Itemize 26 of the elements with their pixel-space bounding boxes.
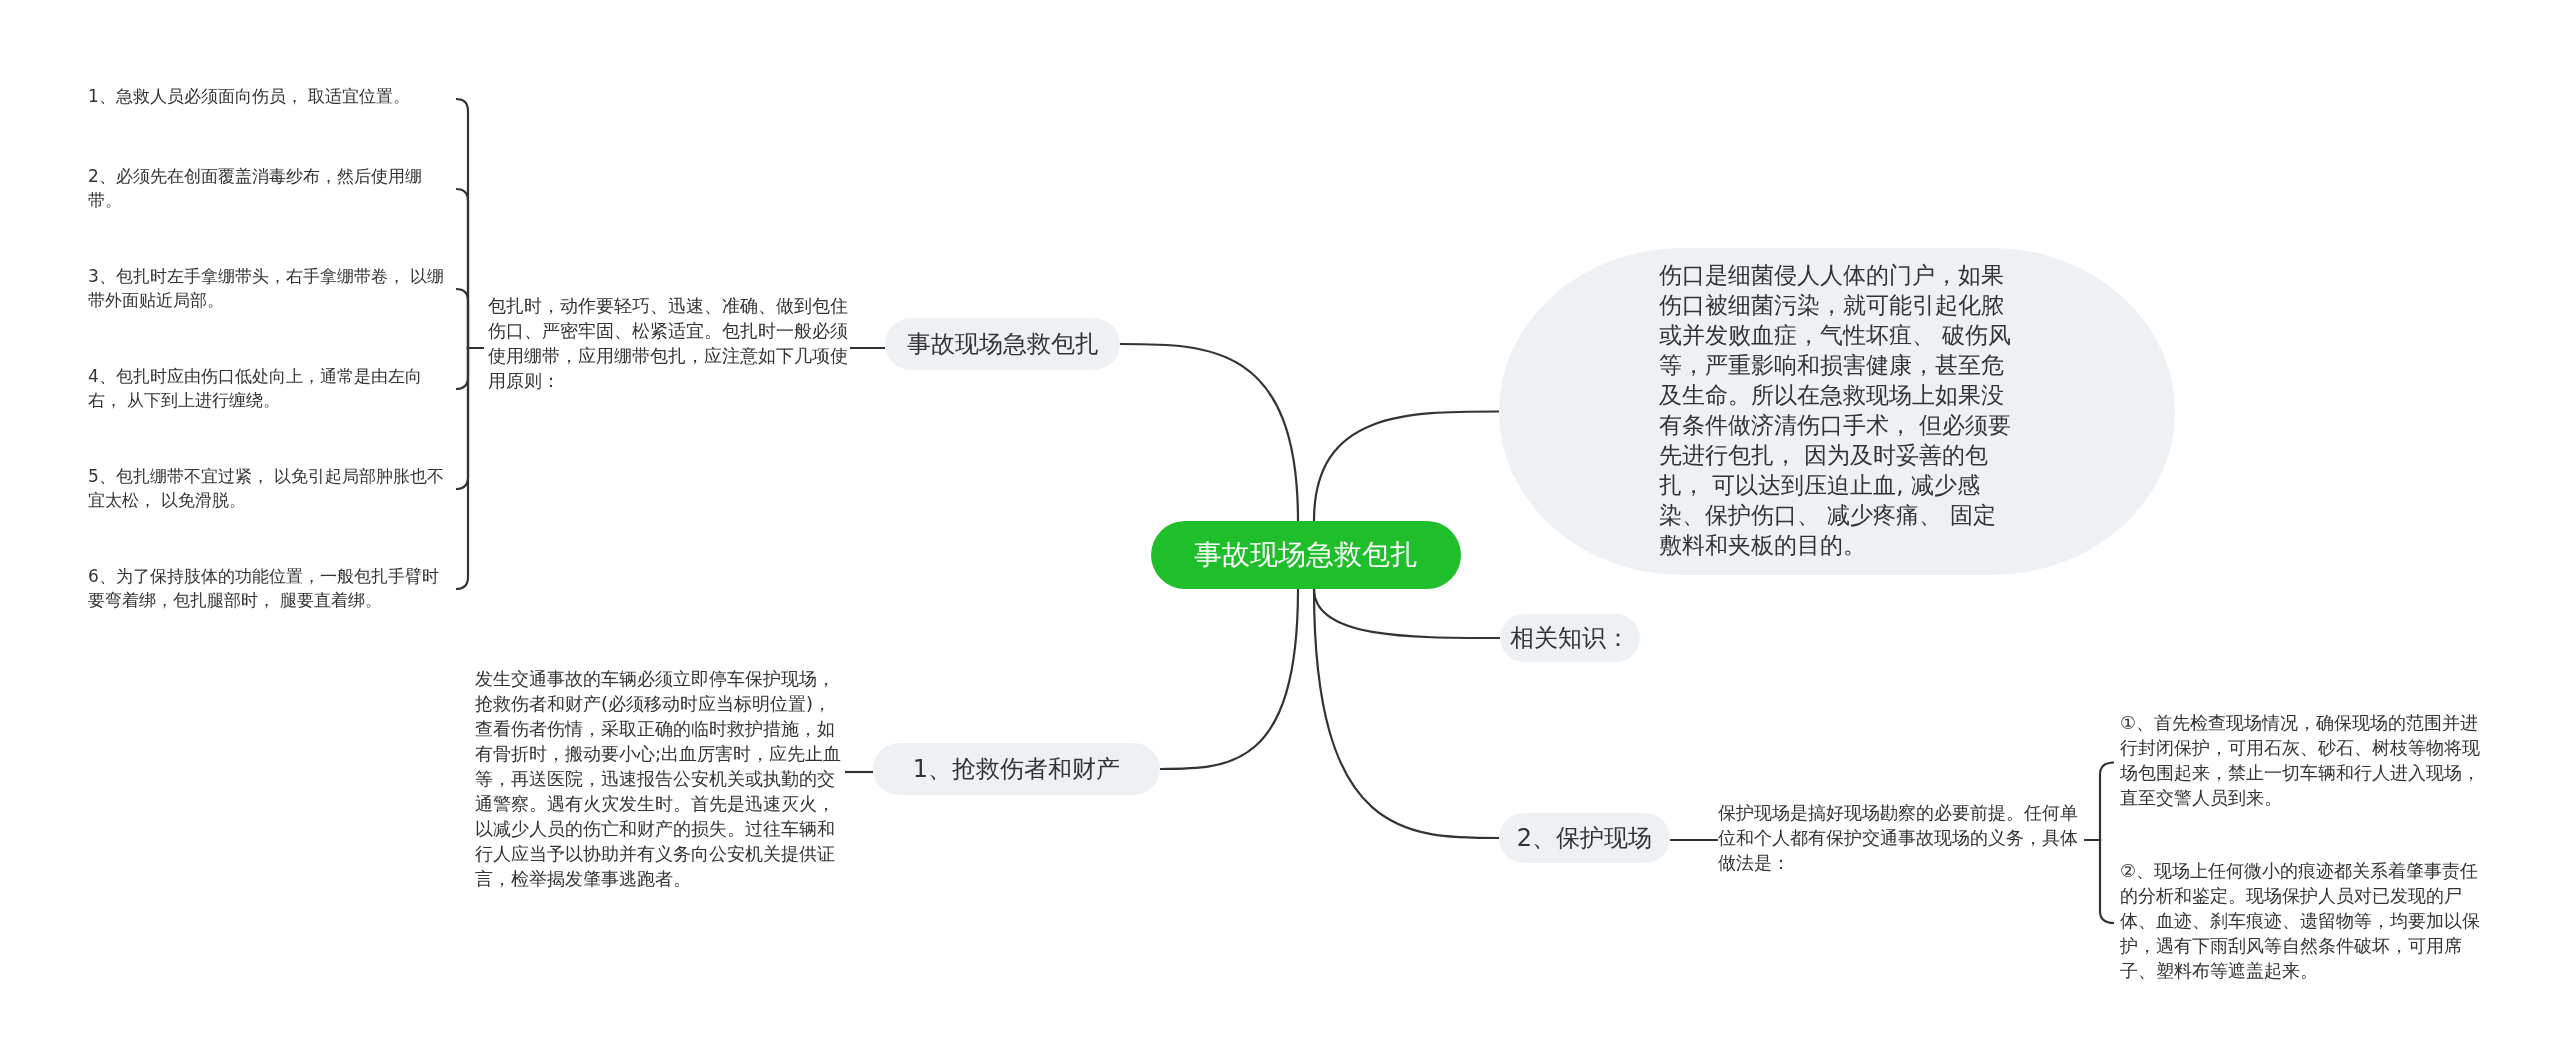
note-text: ①、首先检查现场情况，确保现场的范围并进行封闭保护，可用石灰、砂石、树枝等物将现场包围起来，禁止一切车辆和行人进入现场，直至交警人员到来。 — [2120, 710, 2490, 810]
connector-line — [1312, 588, 1499, 840]
connector-line — [1312, 410, 1499, 522]
connector-line — [2084, 838, 2115, 925]
topic-pill: 2、保护现场 — [1499, 813, 1670, 863]
list-item: 5、包扎绷带不宜过紧， 以免引起局部肿胀也不宜太松， 以免滑脱。 — [88, 464, 450, 512]
list-item: 4、包扎时应由伤口低处向上，通常是由左向右， 从下到上进行缠绕。 — [88, 364, 450, 412]
connector-line — [1120, 342, 1300, 522]
connector-line — [1160, 588, 1300, 771]
list-item: 6、为了保持肢体的功能位置，一般包扎手臂时要弯着绑，包扎腿部时， 腿要直着绑。 — [88, 564, 450, 612]
note-text: ②、现场上任何微小的痕迹都关系着肇事责任的分析和鉴定。现场保护人员对已发现的尸体、血迹、刹车痕迹、遗留物等，均要加以保护，遇有下雨刮风等自然条件破坏，可用席子、塑料布等遮盖起来。 — [2120, 858, 2490, 983]
list-item: 1、急救人员必须面向伤员， 取适宜位置。 — [88, 84, 450, 108]
central-topic: 事故现场急救包扎 — [1151, 521, 1461, 589]
note-text: 包扎时，动作要轻巧、迅速、准确、做到包住伤口、严密牢固、松紧适宜。包扎时一般必须使用绷带，应用绷带包扎，应注意如下几项使用原则： — [488, 293, 850, 393]
topic-pill: 1、抢救伤者和财产 — [873, 743, 1160, 795]
connector-line — [1670, 838, 1718, 842]
topic-pill: 事故现场急救包扎 — [885, 318, 1120, 370]
note-text: 发生交通事故的车辆必须立即停车保护现场，抢救伤者和财产(必须移动时应当标明位置)，查看伤者伤情，采取正确的临时救护措施，如有骨折时，搬动要小心;出血厉害时，应先止血等，再送医院，迅速报告公安机关或执勤的交通警察。遇有火灾发生时。首先是迅速灭火，以减少人员的伤亡和财产的损失。过往车辆和行人应当予以协助并有义务向公安机关提供证言，检举揭发肇事逃跑者。 — [475, 666, 845, 891]
note-text: 保护现场是搞好现场勘察的必要前提。任何单位和个人都有保护交通事故现场的义务，具体做法是： — [1718, 800, 2080, 875]
list-item: 3、包扎时左手拿绷带头，右手拿绷带卷， 以绷带外面贴近局部。 — [88, 264, 450, 312]
topic-pill: 相关知识： — [1500, 614, 1640, 662]
list-item: 2、必须先在创面覆盖消毒纱布，然后使用绷带。 — [88, 164, 450, 212]
connector-line — [850, 346, 885, 350]
connector-line — [845, 770, 873, 774]
connector-line — [455, 346, 484, 591]
note-bubble: 伤口是细菌侵人人体的门户，如果伤口被细菌污染，就可能引起化脓或并发败血症，气性坏疽、 破伤风等，严重影响和损害健康，甚至危及生命。所以在急救现场上如果没有条件做济清伤口手术， 但必须要先进行包扎， 因为及时妥善的包扎， 可以达到压迫止血, 减少感染、保护伤口、 减少疼痛、 固定敷料和夹板的目的。 — [1499, 248, 2175, 575]
